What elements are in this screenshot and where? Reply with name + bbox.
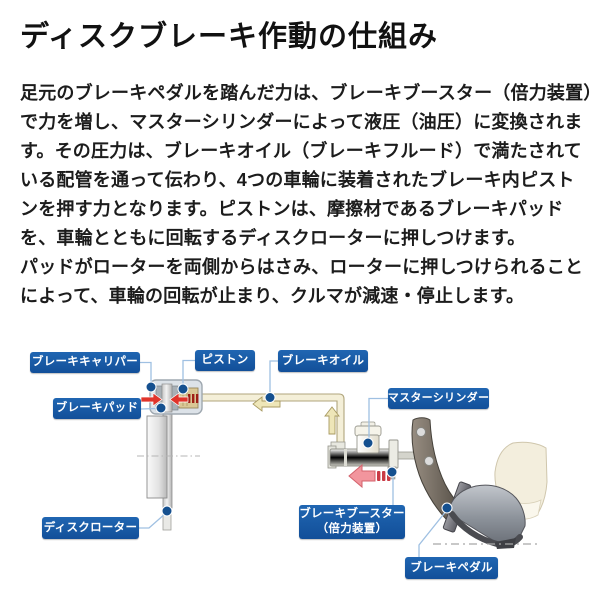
body-text: 足元のブレーキペダルを踏んだ力は、ブレーキブースター（倍力装置） で力を増し、マ… xyxy=(20,79,600,311)
body-text-line: いる配管を通って伝わり、4つの車輪に装着されたブレーキ内ピスト xyxy=(20,170,575,190)
brake-diagram: ブレーキキャリパー ピストン ブレーキオイル ブレーキパッド マスターシリンダー… xyxy=(0,330,600,600)
brake-pipe xyxy=(198,393,345,445)
force-arrow-left-icon xyxy=(169,392,189,407)
anchor-dot xyxy=(362,437,374,449)
body-text-line: を、車輪とともに回転するディスクローターに押しつけます。 xyxy=(20,228,526,248)
leader-lines xyxy=(139,359,448,557)
label-piston: ピストン xyxy=(195,350,255,371)
anchor-dot xyxy=(441,502,453,514)
label-brake-pad: ブレーキパッド xyxy=(53,398,141,419)
flow-arrow-left-icon xyxy=(252,396,281,412)
brake-diagram-art xyxy=(137,359,548,557)
label-brake-caliper: ブレーキキャリパー xyxy=(30,352,140,373)
body-text-line: で力を増し、マスターシリンダーによって液圧（油圧）に変換されま xyxy=(20,112,583,132)
anchor-dot xyxy=(161,505,173,517)
label-brake-oil: ブレーキオイル xyxy=(278,350,368,372)
anchor-dot xyxy=(264,392,276,403)
body-text-line: 足元のブレーキペダルを踏んだ力は、ブレーキブースター（倍力装置） xyxy=(20,83,600,103)
anchor-dot xyxy=(155,402,167,414)
label-brake-pedal: ブレーキペダル xyxy=(405,557,498,579)
body-text-line: ンを押す力となります。ピストンは、摩擦材であるブレーキパッド xyxy=(20,199,564,219)
anchor-dot xyxy=(177,383,189,395)
anchor-dots xyxy=(145,381,453,517)
foot-graphic xyxy=(448,441,548,549)
anchor-dot xyxy=(386,466,398,478)
disc-rotor-graphic xyxy=(146,382,173,531)
flow-arrow-up-icon xyxy=(324,406,340,435)
label-disc-rotor: ディスクローター xyxy=(42,517,139,539)
body-text-line: す。その圧力は、ブレーキオイル（ブレーキフルード）で満たされて xyxy=(20,141,582,161)
label-brake-booster: ブレーキブースター （倍力装置） xyxy=(299,505,405,539)
anchor-dot xyxy=(145,381,157,393)
booster-force-arrow-icon xyxy=(348,463,391,489)
body-text-line: によって、車輪の回転が止まり、クルマが減速・停止します。 xyxy=(20,286,525,306)
force-arrow-right-icon xyxy=(140,392,163,407)
body-text-line: パッドがローターを両側からはさみ、ローターに押しつけられること xyxy=(20,257,584,277)
label-master-cylinder: マスターシリンダー xyxy=(388,388,489,409)
page-title: ディスクブレーキ作動の仕組み xyxy=(20,21,438,53)
